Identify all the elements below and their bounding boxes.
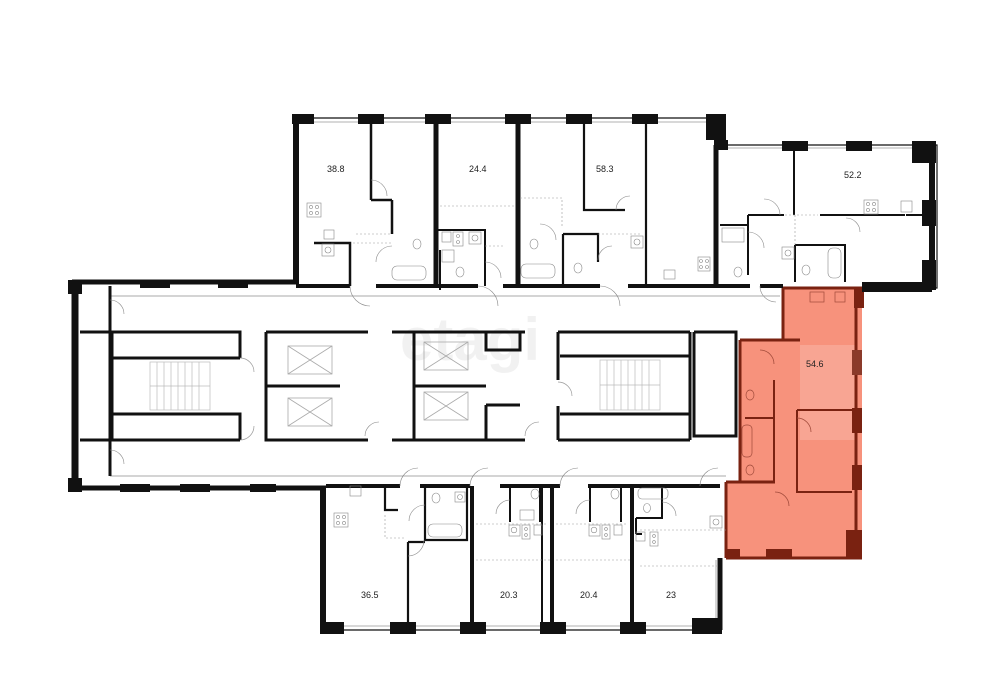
elevators-left [264,330,368,442]
bathtub-icon [637,487,669,500]
stove-icon [306,202,322,218]
area-label-54-6: 54.6 [806,359,824,369]
elevators-right [392,330,525,442]
apartment-36-5[interactable]: 36.5 [333,485,469,630]
area-label-52-2: 52.2 [844,170,862,180]
apartment-38-8[interactable]: 38.8 [306,118,427,286]
elevator-icon [287,345,333,427]
washer-icon [454,491,466,503]
apartment-20-4[interactable]: 20.4 [550,486,630,630]
stairwell-right [556,330,738,442]
apartment-52-2[interactable]: 52.2 [713,145,932,286]
stove-icon [697,256,711,272]
washer-icon [630,235,644,249]
washer-icon [321,243,335,257]
apartment-23[interactable]: 23 [630,486,726,630]
washer-icon [508,524,521,537]
washer-icon [709,515,723,529]
stove-icon [452,231,464,247]
area-label-20-4: 20.4 [580,590,598,600]
washer-icon [781,246,795,260]
window-glazing [314,121,912,627]
watermark: etagi [400,306,540,373]
apartment-20-3[interactable]: 20.3 [470,486,550,630]
bathtub-icon [427,523,463,538]
door-arcs [109,285,777,487]
stairwell-left [80,330,255,442]
apartment-54-6-highlight[interactable]: 54.6 [724,286,864,560]
elevator-icon [423,341,469,421]
area-label-36-5: 36.5 [361,590,379,600]
area-label-38-8: 38.8 [327,164,345,174]
stove-icon [601,524,611,540]
bathtub-icon [391,265,427,281]
svg-text:etagi: etagi [400,306,540,373]
washer-icon [468,231,482,245]
stove-icon [863,199,879,215]
stove-icon [649,531,659,547]
stove-icon [333,512,349,528]
apartment-58-3[interactable]: 58.3 [515,118,711,286]
apartment-24-4[interactable]: 24.4 [433,118,516,290]
bathtub-icon [520,263,556,279]
bathtub-icon [827,247,842,279]
area-label-58-3: 58.3 [596,164,614,174]
washer-icon [588,524,601,537]
stove-icon [521,524,531,540]
area-label-20-3: 20.3 [500,590,518,600]
corridor-walls [108,284,783,488]
area-label-24-4: 24.4 [469,164,487,174]
area-label-23: 23 [666,590,676,600]
